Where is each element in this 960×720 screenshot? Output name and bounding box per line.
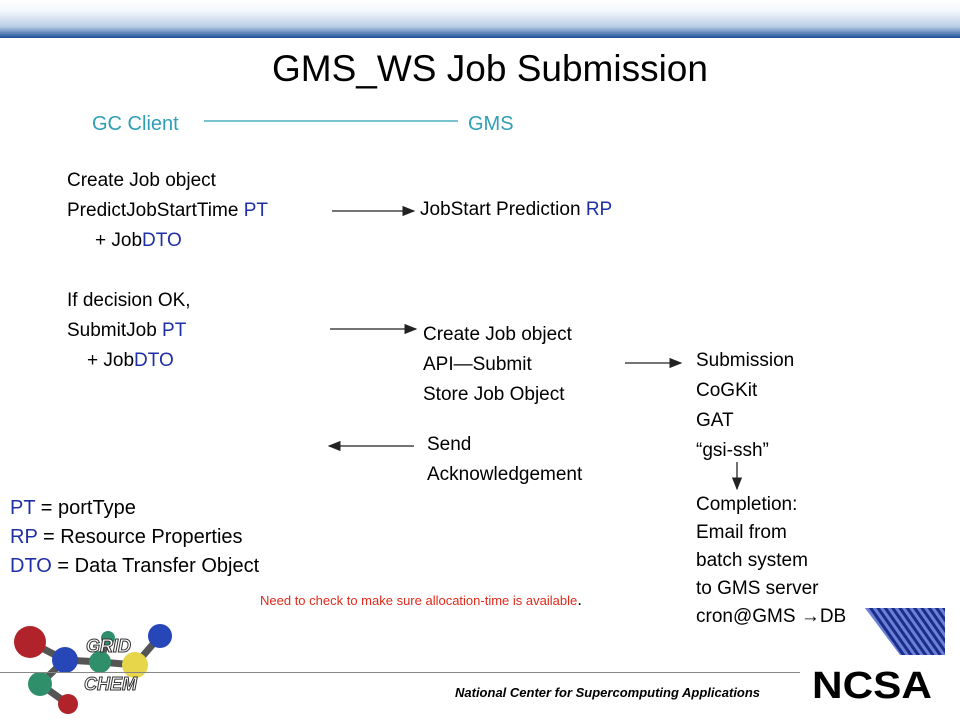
jobdto-line: + JobDTO xyxy=(87,350,174,371)
submission-block: Submission CoGKit GAT “gsi-ssh” xyxy=(696,346,794,466)
footer-text: National Center for Supercomputing Appli… xyxy=(455,685,761,700)
header-gc-client: GC Client xyxy=(92,113,179,135)
completion-line: Completion: xyxy=(696,494,798,515)
completion-line: cron@GMS →DB xyxy=(696,606,847,627)
right-arrow-icon: → xyxy=(800,606,820,627)
completion-line: to GMS server xyxy=(696,578,819,599)
gms-action: API—Submit xyxy=(423,354,532,375)
legend-item: RP = Resource Properties xyxy=(10,526,243,548)
submitjob-line: SubmitJob PT xyxy=(67,320,187,341)
legend-block: PT = portType RP = Resource Properties D… xyxy=(10,494,259,581)
create-job-line: Create Job object xyxy=(67,170,216,191)
decision-line: If decision OK, xyxy=(67,290,191,311)
submission-item: “gsi-ssh” xyxy=(696,440,769,461)
completion-block: Completion: Email from batch system to G… xyxy=(696,491,846,631)
slide-title: GMS_WS Job Submission xyxy=(272,48,708,89)
prediction-label: JobStart Prediction RP xyxy=(420,199,613,220)
completion-line: batch system xyxy=(696,550,808,571)
submission-item: GAT xyxy=(696,410,734,431)
gms-action: Create Job object xyxy=(423,324,572,345)
predict-line: PredictJobStartTime PT xyxy=(67,200,268,221)
top-banner xyxy=(0,0,960,38)
submission-item: Submission xyxy=(696,350,795,371)
footer-divider xyxy=(0,672,800,673)
legend-item: PT = portType xyxy=(10,497,136,519)
ack-line: Acknowledgement xyxy=(427,464,583,485)
submit-block: If decision OK, SubmitJob PT + JobDTO xyxy=(67,286,191,376)
create-job-block: Create Job object PredictJobStartTime PT… xyxy=(67,166,268,256)
gms-action: Store Job Object xyxy=(423,384,565,405)
header-gms: GMS xyxy=(468,113,514,135)
ack-line: Send xyxy=(427,434,472,455)
allocation-note: Need to check to make sure allocation-ti… xyxy=(260,590,582,609)
completion-line: Email from xyxy=(696,522,787,543)
jobdto-line: + JobDTO xyxy=(95,230,182,251)
legend-item: DTO = Data Transfer Object xyxy=(10,555,260,577)
submission-item: CoGKit xyxy=(696,380,758,401)
ack-block: Send Acknowledgement xyxy=(427,430,582,490)
gms-actions-block: Create Job object API—Submit Store Job O… xyxy=(423,320,572,410)
